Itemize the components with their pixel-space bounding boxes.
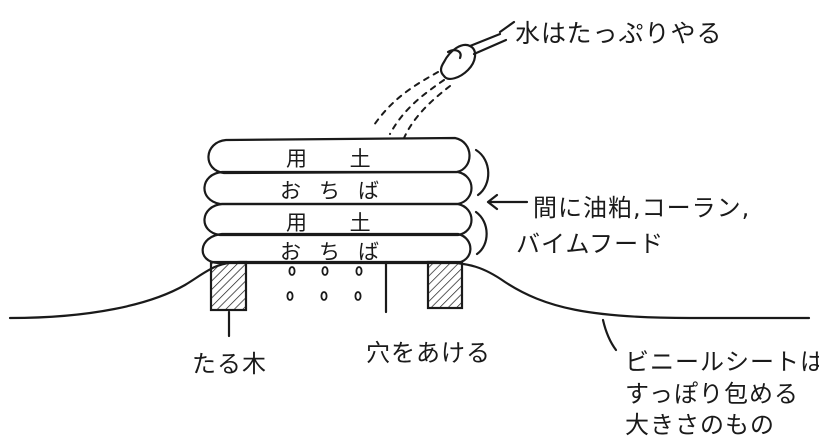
pointer-arrow (486, 193, 529, 211)
vinyl-sheet-line (8, 260, 811, 320)
sheet-label-line2: すっぽり包める (625, 380, 800, 408)
leaves-layer-label-bottom: おちば (280, 240, 397, 264)
holes-label: 穴をあける (366, 339, 491, 367)
drainage-drops (286, 266, 363, 301)
layer-soil-top (207, 136, 471, 175)
layer-bracket (474, 148, 490, 197)
rafter-label: たる木 (192, 350, 267, 378)
sheet-label-line1: ビニールシートは (625, 348, 819, 376)
sheet-pointer-line (601, 318, 618, 352)
layer-soil-lower (203, 202, 473, 237)
water-pointer-line (498, 20, 516, 34)
between-layers-label-line2: バイムフード (516, 230, 665, 258)
leaves-layer-label-upper: おちば (280, 179, 397, 203)
soil-layer-label-top: 用 土 (286, 147, 389, 171)
water-stream (371, 71, 451, 139)
rafter-post-right (426, 260, 464, 310)
layer-bracket-lower (474, 210, 488, 256)
sheet-label-line3: 大きさのもの (625, 411, 775, 439)
between-layers-label-line1: 間に油粕,コーラン, (533, 194, 751, 222)
layer-leaves-upper (203, 170, 473, 206)
soil-layer-label-lower: 用 土 (286, 211, 389, 235)
water-label: 水はたっぷりやる (515, 19, 723, 48)
watering-nozzle (439, 32, 508, 80)
rafter-post-left (209, 260, 248, 312)
layer-leaves-bottom (201, 232, 472, 265)
